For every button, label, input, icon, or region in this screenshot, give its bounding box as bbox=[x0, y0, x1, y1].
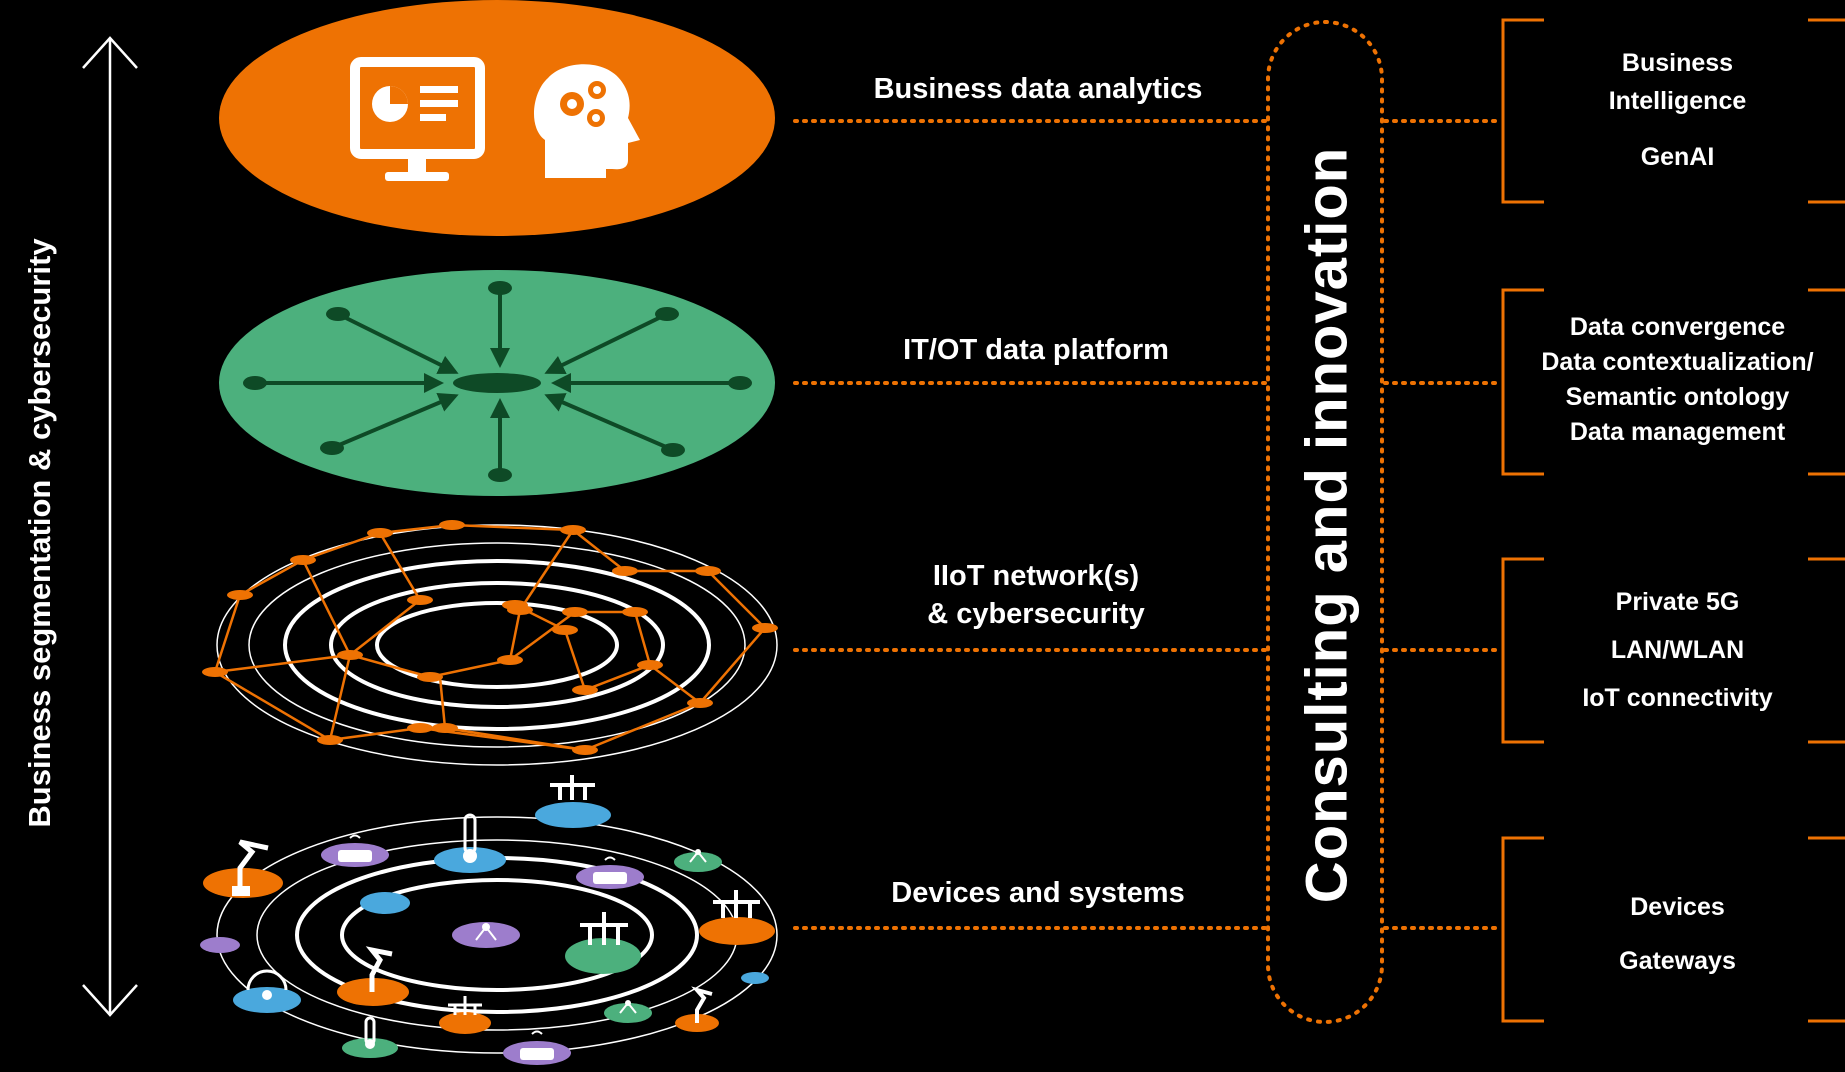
pipe-valve-icon bbox=[565, 912, 641, 974]
platform-layer-disc bbox=[219, 270, 775, 496]
axis-label: Business segmentation & cybersecurity bbox=[22, 238, 57, 828]
robot-arm-icon bbox=[203, 839, 283, 898]
service-item: Semantic ontology bbox=[1565, 383, 1790, 411]
consulting-frame bbox=[1266, 20, 1384, 1024]
pipe-valve-icon bbox=[699, 890, 775, 945]
layer-label-platform: IT/OT data platform bbox=[903, 334, 1169, 366]
service-connectors bbox=[1383, 119, 1502, 930]
service-brackets bbox=[1501, 18, 1845, 1023]
consulting-label: Consulting and innovation bbox=[1294, 146, 1360, 904]
robot-arm-icon bbox=[675, 986, 719, 1032]
layer-label-devices: Devices and systems bbox=[891, 877, 1185, 909]
pipe-valve-icon bbox=[439, 996, 491, 1034]
service-item: Data contextualization/ bbox=[1541, 348, 1814, 376]
router-icon bbox=[576, 856, 644, 889]
monitor-chart-icon bbox=[350, 57, 485, 181]
router-icon bbox=[321, 834, 389, 867]
service-item: Intelligence bbox=[1608, 87, 1747, 115]
service-group-devices: Devices Gateways bbox=[1505, 880, 1845, 988]
thermometer-icon bbox=[434, 813, 506, 873]
thermometer-icon bbox=[342, 1016, 398, 1058]
service-item: GenAI bbox=[1640, 143, 1715, 171]
service-item: Data convergence bbox=[1569, 313, 1786, 341]
service-group-network: Private 5G LAN/WLAN IoT connectivity bbox=[1505, 578, 1845, 722]
hub-arrows-icon bbox=[243, 281, 752, 482]
service-item: Business bbox=[1621, 49, 1734, 77]
service-item: Data management bbox=[1569, 418, 1786, 446]
network-layer-rings bbox=[202, 520, 778, 766]
service-group-platform: Data convergence Data contextualization/… bbox=[1505, 310, 1845, 450]
analytics-layer-disc bbox=[219, 0, 775, 236]
layer-label-network: IIoT network(s) & cybersecurity bbox=[927, 560, 1145, 630]
router-icon bbox=[503, 1030, 571, 1065]
head-gears-icon bbox=[533, 64, 640, 178]
sensor-icon bbox=[604, 1000, 652, 1023]
pipe-valve-icon bbox=[535, 775, 611, 828]
service-group-analytics: Business Intelligence GenAI bbox=[1505, 44, 1845, 176]
gauge-icon bbox=[233, 969, 301, 1013]
service-item: Devices bbox=[1630, 893, 1725, 921]
devices-layer-rings bbox=[200, 775, 778, 1065]
double-arrow-icon bbox=[82, 36, 138, 1017]
service-item: Private 5G bbox=[1615, 588, 1740, 616]
sensor-icon bbox=[452, 922, 520, 948]
robot-arm-icon bbox=[337, 946, 409, 1006]
sensor-icon bbox=[674, 849, 722, 872]
layer-connectors bbox=[793, 119, 1267, 930]
service-item: IoT connectivity bbox=[1582, 684, 1773, 712]
service-item: LAN/WLAN bbox=[1610, 636, 1745, 664]
device-nodes bbox=[200, 775, 775, 1065]
layer-label-analytics: Business data analytics bbox=[873, 73, 1203, 105]
service-item: Gateways bbox=[1619, 947, 1736, 975]
